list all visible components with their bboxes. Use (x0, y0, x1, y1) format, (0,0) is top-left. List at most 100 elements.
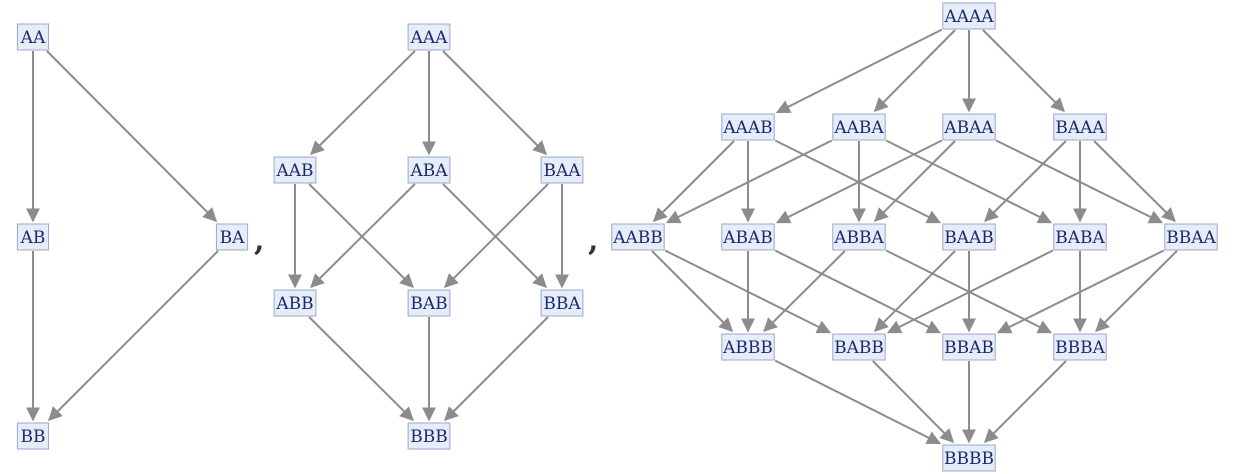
edge-arrow (48, 250, 219, 421)
graph-node: BBA (540, 289, 584, 317)
node-label: BAAA (1055, 118, 1105, 138)
node-label: BBBB (944, 449, 994, 469)
node-box (16, 223, 50, 251)
node-label: ABBA (833, 228, 884, 248)
node-box (832, 113, 886, 141)
graph-length-2-nodes: AA AB BA BB (16, 23, 249, 450)
edge-arrow (310, 50, 416, 155)
graph-node: BBAB (942, 333, 996, 361)
edge-arrow (774, 359, 942, 445)
node-box (1164, 223, 1218, 251)
graph-node: AABB (611, 223, 665, 251)
node-box (540, 156, 584, 184)
edge-arrow (774, 249, 942, 334)
node-label: BB (21, 427, 46, 447)
node-label: ABAB (722, 228, 773, 248)
node-label: ABB (275, 294, 313, 314)
node-label: ABBB (722, 338, 773, 358)
node-label: AB (20, 228, 46, 248)
node-label: ABAA (943, 118, 994, 138)
node-box (273, 289, 317, 317)
graph-node: BABB (832, 333, 886, 361)
node-box (832, 333, 886, 361)
edge-arrow (442, 50, 547, 155)
separator-comma: , (588, 223, 598, 258)
edge-arrow (984, 360, 1067, 443)
graph-node: ABA (407, 156, 451, 184)
graph-node: AAB (273, 156, 317, 184)
edge-arrow (1095, 250, 1178, 332)
node-label: ABA (409, 161, 448, 181)
node-box (832, 223, 886, 251)
graph-node: BBBB (942, 444, 996, 472)
separator-comma: , (254, 223, 264, 258)
graph-length-3-edges (288, 50, 569, 422)
edge-arrow (874, 140, 956, 222)
edge-arrow (442, 183, 547, 288)
node-box (1053, 223, 1107, 251)
node-box (721, 223, 775, 251)
graph-node: ABAA (942, 113, 996, 141)
node-label: AAAB (722, 118, 772, 138)
edge-arrow (775, 28, 943, 114)
edge-arrow (444, 316, 549, 421)
graph-length-4-edges (651, 28, 1178, 445)
edge-arrow (653, 140, 735, 222)
node-box (16, 422, 50, 450)
edge-arrow (886, 249, 1054, 334)
node-label: BAAB (944, 228, 994, 248)
node-box (16, 23, 50, 51)
edge-arrow (1093, 140, 1176, 222)
node-label: BBAA (1166, 228, 1216, 248)
edge-arrow (873, 29, 956, 112)
node-label: AAAA (943, 7, 994, 27)
node-box (721, 333, 775, 361)
graph-node: AAAA (942, 2, 996, 30)
graph-node: BBAA (1164, 223, 1218, 251)
node-box (942, 333, 996, 361)
edge-arrow (444, 183, 549, 288)
graph-node: BAB (407, 289, 451, 317)
graph-node: AB (16, 223, 50, 251)
edge-arrow (308, 183, 414, 288)
edge-arrow (310, 183, 416, 288)
edge-arrow (982, 29, 1065, 112)
node-box (942, 223, 996, 251)
node-label: BA (220, 228, 245, 248)
graph-node: BB (16, 422, 50, 450)
graph-length-4-nodes: AAAA AAAB AABA ABAA BAAA AABB ABAB ABBA BAAB BABA… (611, 2, 1218, 472)
edge-arrow (984, 140, 1067, 222)
node-box (942, 113, 996, 141)
node-box (273, 156, 317, 184)
graph-node: BBBA (1053, 333, 1107, 361)
node-box (407, 156, 451, 184)
node-label: BBA (543, 294, 581, 314)
graph-length-2-edges (26, 50, 219, 422)
node-box (407, 23, 451, 51)
node-box (611, 223, 665, 251)
node-label: BBBA (1055, 338, 1105, 358)
node-label: AAA (410, 28, 449, 48)
node-box (407, 422, 451, 450)
node-box (1053, 113, 1107, 141)
node-box (215, 223, 249, 251)
node-label: AAB (275, 161, 313, 181)
edge-arrow (665, 139, 833, 224)
node-label: AA (20, 28, 46, 48)
node-label: BABA (1055, 228, 1105, 248)
graph-node: ABB (273, 289, 317, 317)
edge-arrow (46, 50, 218, 222)
graph-node: AA (16, 23, 50, 51)
edge-arrow (996, 249, 1165, 334)
graph-node: BBB (407, 422, 451, 450)
graph-node: AAA (407, 23, 451, 51)
edge-arrow (308, 316, 414, 421)
edge-arrow (775, 139, 943, 224)
node-label: BBAB (944, 338, 994, 358)
graph-node: ABBB (721, 333, 775, 361)
graph-node: ABAB (721, 223, 775, 251)
node-box (407, 289, 451, 317)
edge-arrow (874, 250, 956, 332)
graph-node: AABA (832, 113, 886, 141)
